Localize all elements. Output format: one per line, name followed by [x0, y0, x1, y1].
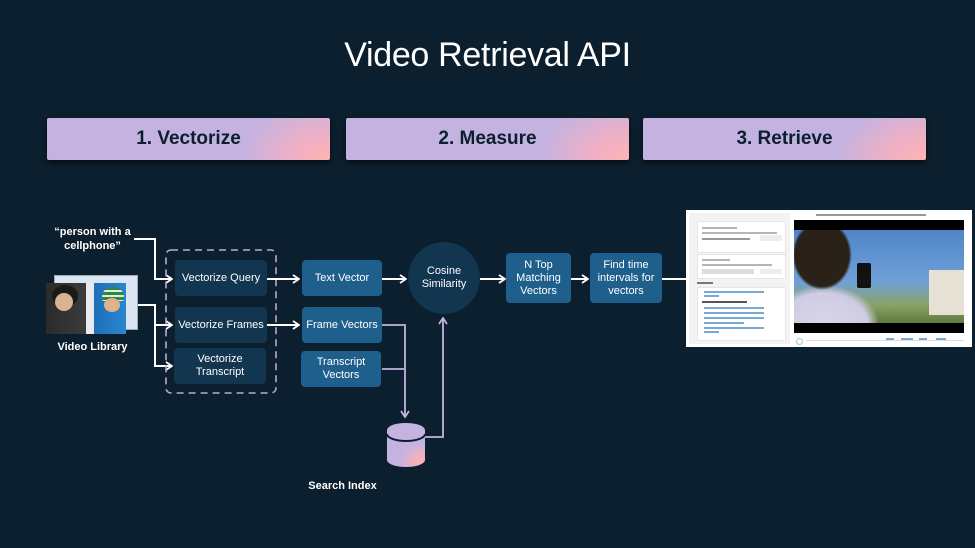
frame-vectors-box: Frame Vectors — [302, 307, 382, 343]
vectorize-frames-box: Vectorize Frames — [175, 307, 267, 343]
vectorize-transcript-box: Vectorize Transcript — [174, 348, 266, 384]
vectorize-group-border — [165, 249, 277, 394]
query-text: “person with a cellphone” — [54, 226, 131, 252]
search-index-label: Search Index — [308, 480, 377, 492]
result-app-screenshot — [686, 210, 972, 347]
top-n-matching-box: N Top Matching Vectors — [506, 253, 571, 303]
stage-measure: 2. Measure — [346, 118, 629, 160]
video-player — [794, 220, 964, 333]
find-time-intervals-box: Find time intervals for vectors — [590, 253, 662, 303]
cosine-similarity-node: Cosine Similarity — [408, 242, 480, 314]
stage-vectorize: 1. Vectorize — [47, 118, 330, 160]
arrow-library-to-frames — [136, 304, 172, 325]
play-icon — [796, 338, 803, 345]
vectorize-query-box: Vectorize Query — [175, 260, 267, 296]
database-icon — [386, 423, 426, 467]
transcript-vectors-box: Transcript Vectors — [301, 351, 381, 387]
diagram-title: Video Retrieval API — [344, 36, 631, 74]
line-index-to-cosine — [425, 318, 443, 438]
search-panel — [689, 213, 790, 344]
arrow-library-to-transcript — [154, 325, 172, 366]
video-timeline — [806, 340, 964, 341]
line-frame-to-index — [382, 324, 405, 417]
video-library-label: Video Library — [57, 341, 128, 353]
video-library-thumbnail — [46, 283, 126, 334]
arrow-query-to-vectorize — [134, 238, 172, 279]
stage-retrieve: 3. Retrieve — [643, 118, 926, 160]
text-vector-box: Text Vector — [302, 260, 382, 296]
